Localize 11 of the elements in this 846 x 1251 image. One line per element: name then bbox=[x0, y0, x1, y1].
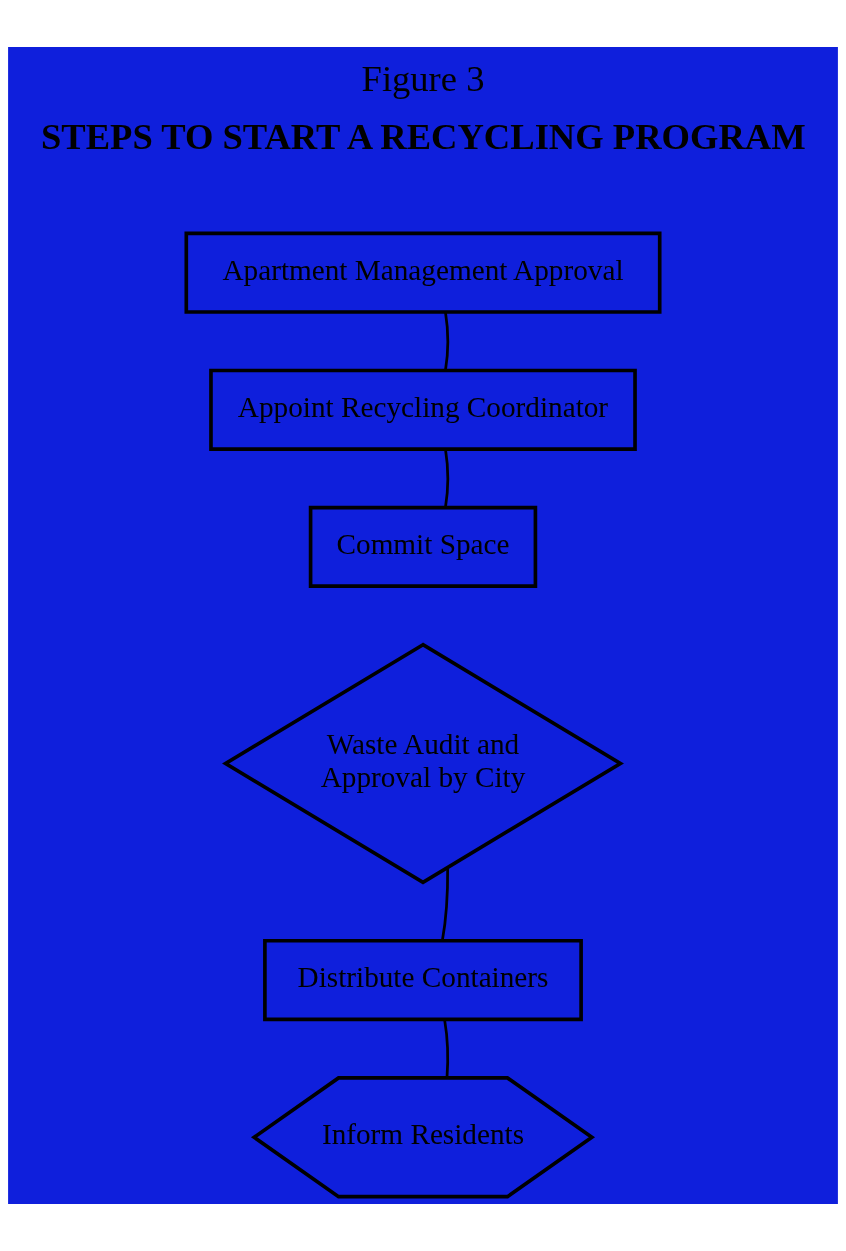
node-box: Apartment Management Approval bbox=[184, 231, 662, 314]
label: STEPS TO START A RECYCLING PROGRAM bbox=[40, 116, 806, 158]
diagram-title: Figure 3 bbox=[361, 57, 485, 99]
connector bbox=[443, 1019, 450, 1078]
node-box: Commit Space bbox=[308, 505, 538, 589]
connector bbox=[444, 312, 450, 371]
node-box: Appoint Recycling Coordinator bbox=[209, 368, 637, 451]
node-diamond: Waste Audit and Approval by City bbox=[222, 642, 624, 885]
node-box: Distribute Containers bbox=[263, 938, 583, 1022]
connector bbox=[441, 868, 450, 941]
connector bbox=[444, 449, 450, 508]
